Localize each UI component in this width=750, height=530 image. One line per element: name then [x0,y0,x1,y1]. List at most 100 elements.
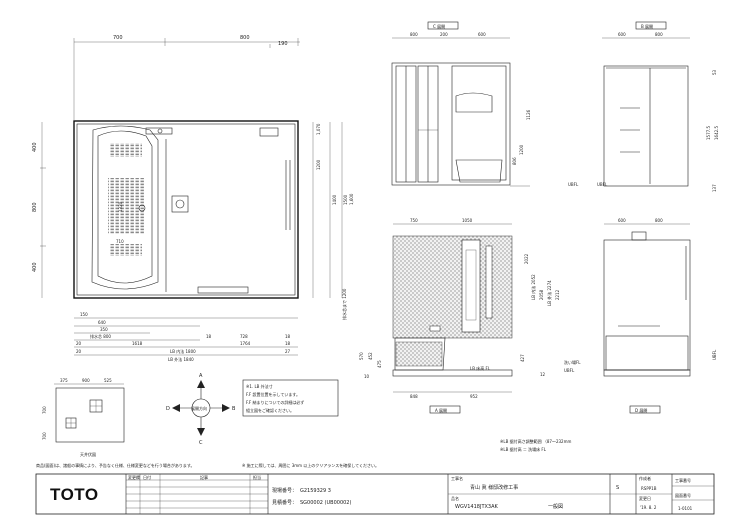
view-a-dim-750: 750 [410,218,418,223]
note-line-1: ※1. LB 外法寸 [246,383,273,389]
site-no-label: 現場番号： [272,487,297,494]
key-dim-525: 525 [104,378,112,383]
view-a-h-2274: LB 外法 2274 [546,280,552,306]
dim-350: 350 [100,327,108,332]
plan-dim-right-1500: 1500 [343,194,348,205]
view-a-lb-fl: LB 床高 FL [470,365,491,371]
header-note: 記事 [200,474,208,480]
footnote-2: ※LB 据付高 ＝ 洗場床 FL [500,446,547,452]
key-dim-700b: 700 [42,432,47,440]
product-label: 品名 [451,495,459,501]
estimate-label: 見積番号： [272,499,297,506]
scale-mark: S [616,485,619,491]
estimate-no: SG00002 (UB00002) [300,500,351,506]
dim-640: 640 [98,320,106,325]
view-b-h-1577: 1577.5 [706,126,711,140]
plan-dim-right-1070: 1,070 [316,123,321,135]
view-c-ubfl: UBFL [568,182,579,187]
direction-b: B [232,406,236,412]
view-c-h-1126: 1126 [526,109,531,120]
dim-1764: 1764 [240,341,251,346]
plan-dim-left-400b: 400 [32,262,38,272]
key-dim-900: 900 [82,378,90,383]
drawing-type: 一般図 [548,503,563,510]
plan-dim-top-700: 700 [113,35,123,41]
direction-indicator: 展開方向 A C D B [166,373,236,446]
view-c-dim-800: 800 [410,32,418,37]
view-a-h-10: 10 [364,374,370,379]
view-a-h-12: 12 [540,372,546,377]
elevation-a: 750 1050 570 452 475 427 2022 LB 内法 2052… [359,218,581,414]
note-line-4: 組立図をご確認ください。 [246,407,294,413]
title-block: TOTO 変更欄 日付 記事 担当 現場番号： G2159329 3 見積番号：… [35,473,715,515]
view-b-title: B 展開 [641,23,653,29]
direction-a: A [199,373,203,379]
view-d-dim-800: 800 [655,218,663,223]
plan-dim-right-1200: 1200 [316,159,321,170]
view-b-h-53: 53 [712,69,717,75]
plan-dim-right-1600: 1,600 [349,193,354,205]
tub-dim-1320: 1320 [118,201,123,212]
disclaimer-left: 商品(図面)は、諸般の事情により、予告なく仕様、仕様変更などを行う場合があります… [36,462,194,468]
view-a-title: A 展開 [435,407,447,413]
date-label: 変更日 [639,495,651,501]
dim-18: 18 [285,341,291,346]
creator: RSPP1B [641,486,657,491]
view-a-h-452: 452 [368,352,373,360]
dim-lb-1800: LB 内法 1800 [170,348,196,354]
date: '19. 8. 2 [640,505,657,510]
dim-27: 27 [285,349,291,354]
view-c-h-1200: 1200 [519,144,524,155]
header-date: 日付 [143,474,151,480]
dim-lb-1840: LB 外法 1840 [168,356,194,362]
view-b-h-1642: 1642.5 [714,126,719,140]
key-dim-375: 375 [60,378,68,383]
dim-20a: 20 [76,341,82,346]
view-a-h-2058: 2058 [539,289,544,300]
view-c-h-806: 806 [512,157,517,165]
key-dim-700a: 700 [42,406,47,414]
plan-dim-right-1400: 1400 [332,194,337,205]
view-a-h-2022: 2022 [524,253,529,264]
footnote-1: ※LB 据付高さ調整範囲 （87～232mm [500,438,571,444]
elevation-b: B 展開 600 800 UBFL 53 1577.5 1642.5 137 [597,21,719,192]
view-c-title: C 展開 [433,23,445,29]
view-b-h-137: 137 [712,184,717,192]
plan-view: 700 800 190 400 800 400 1320 710 [32,35,354,362]
plan-dim-top-800: 800 [240,35,250,41]
view-a-h-475: 475 [377,360,382,368]
dim-18b: 18 [285,334,291,339]
plan-dim-left-400a: 400 [32,142,38,152]
product-code: WGV1418JTX3AK [455,504,499,510]
header-staff: 担当 [253,474,261,480]
direction-d: D [166,406,170,412]
view-a-h-570: 570 [359,352,364,360]
drawing-no-label: 図面番号 [675,492,691,498]
view-b-dim-800: 800 [655,32,663,37]
view-c-dim-600: 600 [478,32,486,37]
drawing-no: 1-0101 [678,506,693,511]
dim-18a: 18 [206,334,212,339]
view-c-dim-200: 200 [440,32,448,37]
view-b-dim-600: 600 [618,32,626,37]
dim-150: 150 [80,312,88,317]
plan-outer-wall [73,120,299,299]
site-no: G2159329 3 [300,488,331,494]
job-label: 工事名 [451,475,463,481]
work-no-label: 工事番号 [675,477,691,483]
plan-dim-top-190: 190 [278,41,288,47]
direction-c: C [199,440,203,446]
note-line-2: F.F 設置位置を示しています。 [246,391,300,397]
view-a-h-2052: LB 内法 2052 [530,274,536,300]
view-b-ubfl: UBFL [597,182,608,187]
key-plan: 375 900 525 700 700 天井伏図 [42,378,125,457]
plan-bottom-dimensions: 150 640 350 排水芯 800 1618 18 728 18 20 LB… [74,312,298,362]
plan-dim-left-800: 800 [32,202,38,212]
disclaimer-right: ※ 施工に際しては、周囲に 3mm 以上のクリアランスを確保してください。 [242,462,379,468]
job-name: 青山 眞 様邸改修工事 [470,484,518,491]
dim-728: 728 [240,334,248,339]
view-a-h-2212: 2212 [555,289,560,300]
notes-box: ※1. LB 外法寸 F.F 設置位置を示しています。 F.F 納まりについての… [242,379,339,417]
key-plan-caption: 天井伏図 [80,451,96,457]
